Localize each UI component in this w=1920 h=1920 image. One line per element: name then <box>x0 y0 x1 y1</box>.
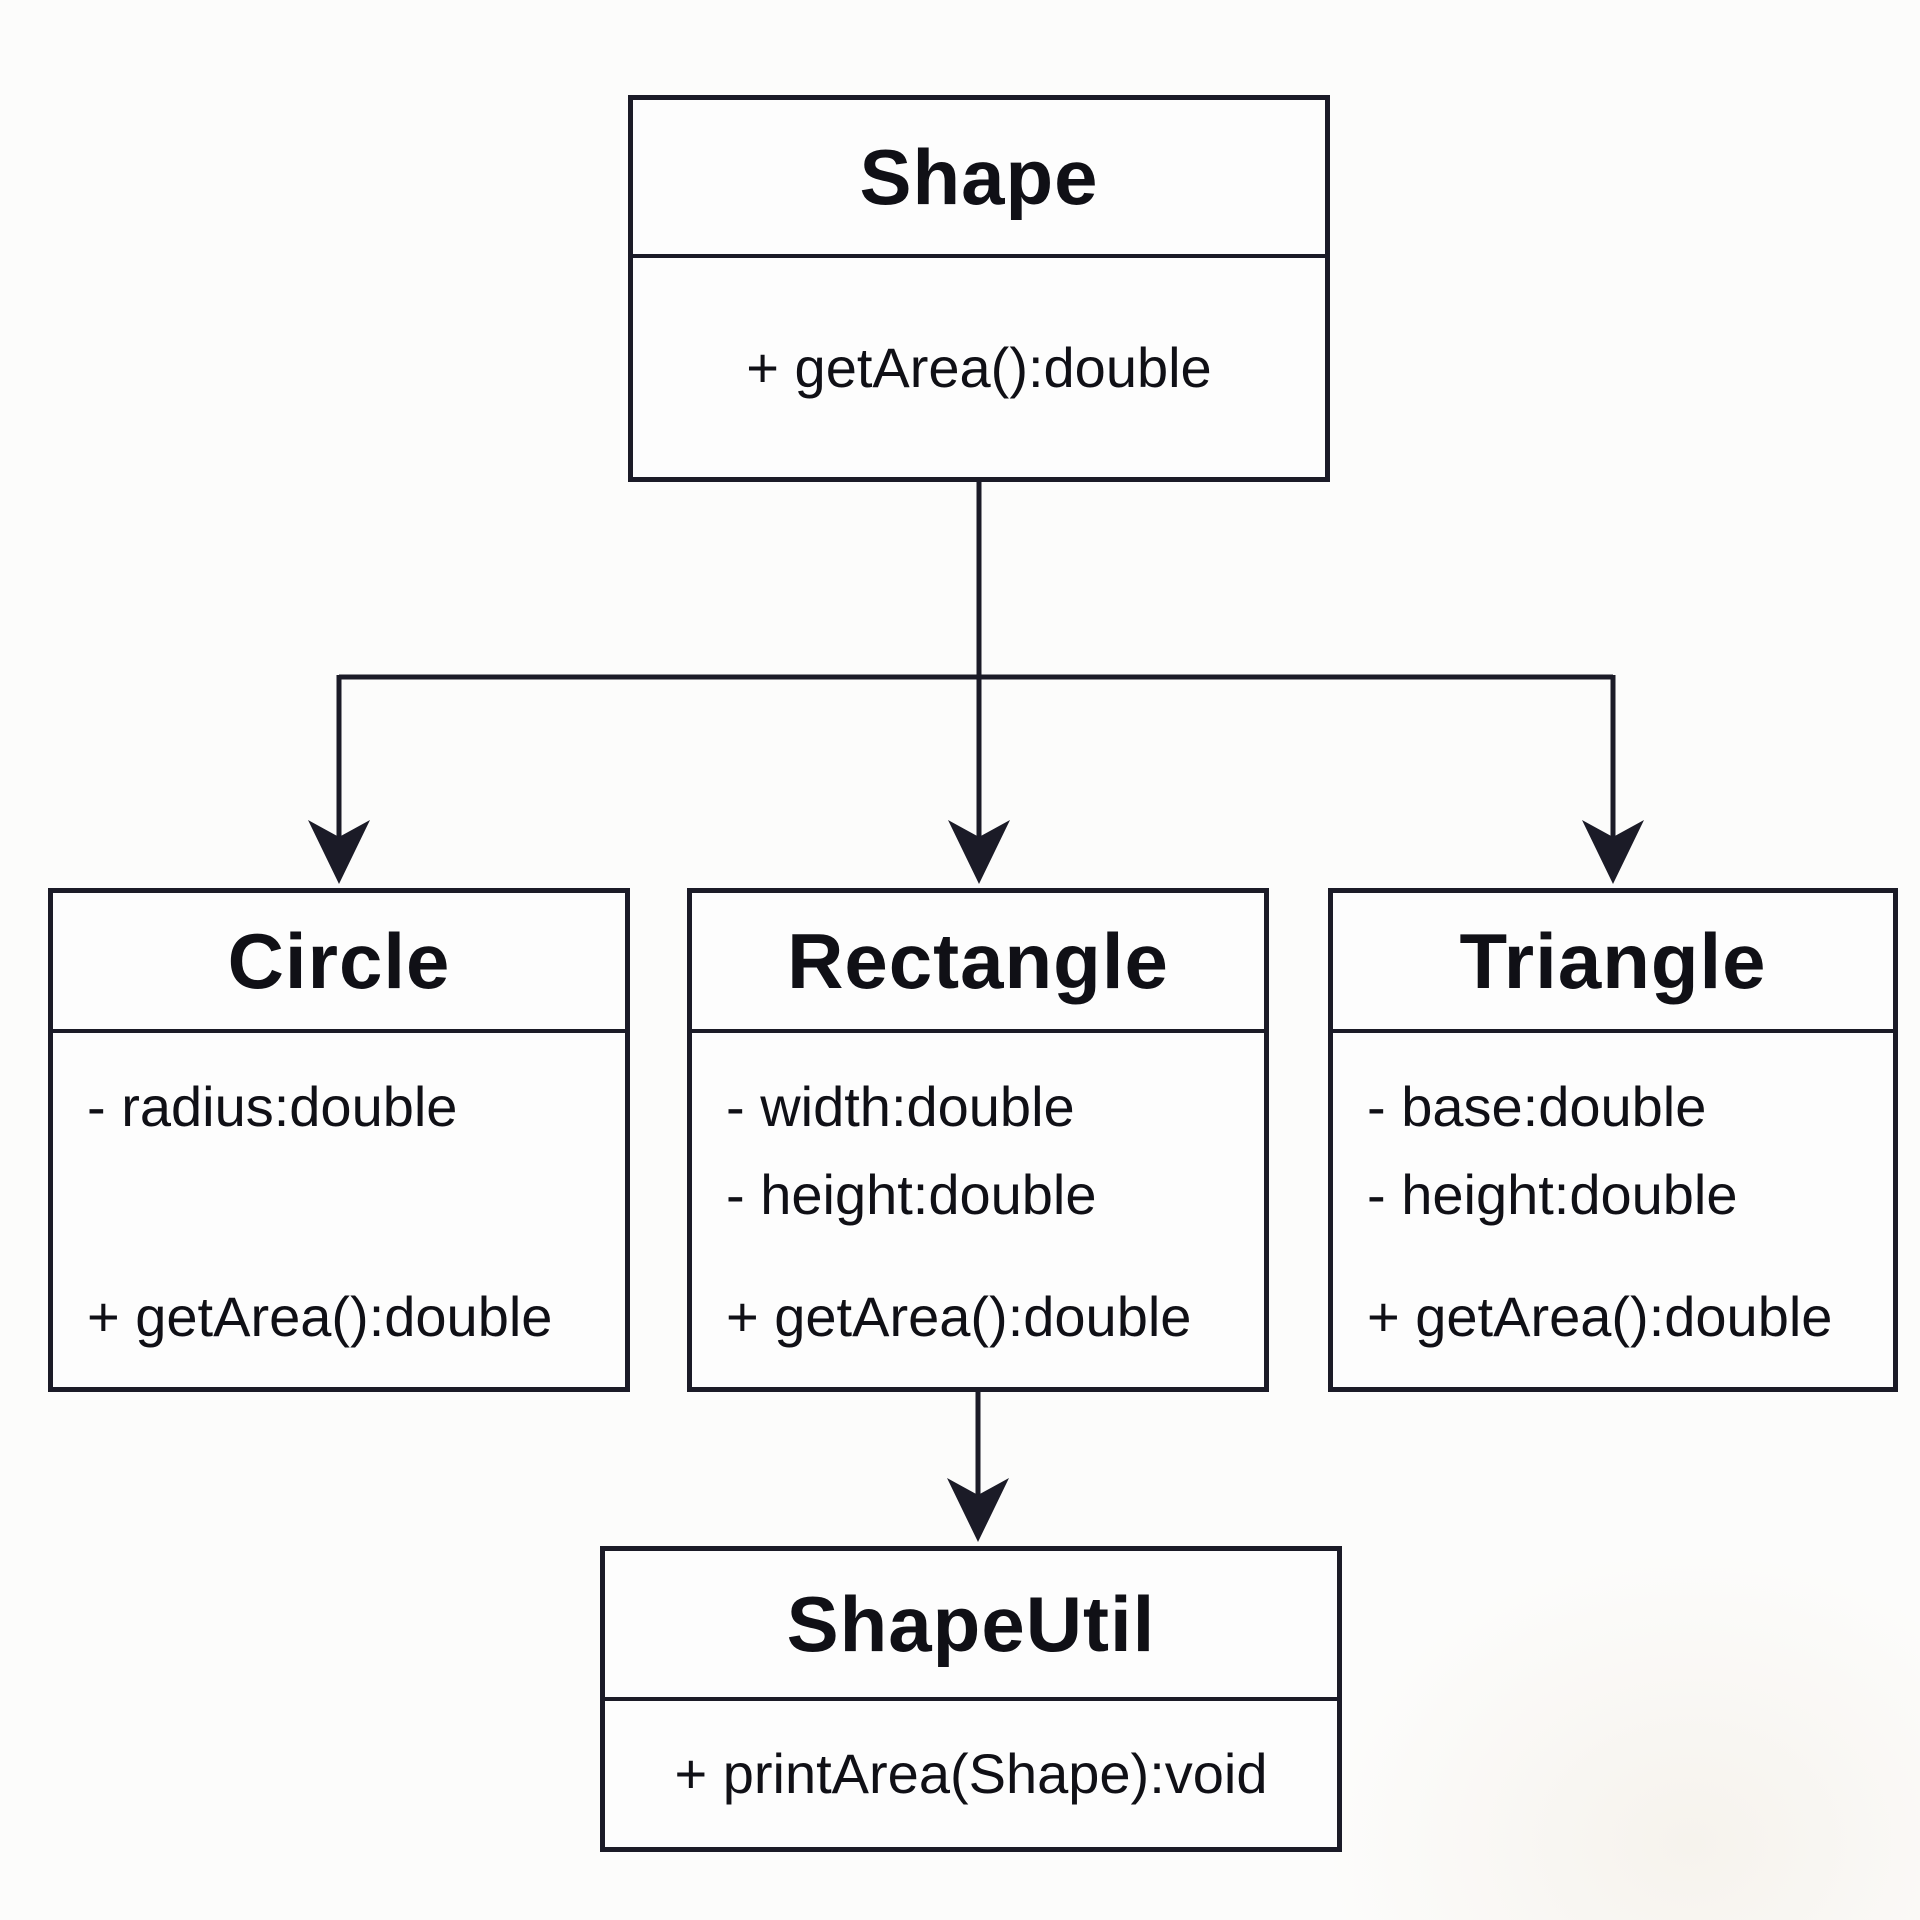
class-title: Triangle <box>1459 916 1767 1005</box>
class-members-section: + printArea(Shape):void <box>605 1701 1337 1847</box>
class-members-section: + getArea():double <box>633 258 1325 477</box>
class-title-section: Triangle <box>1333 893 1893 1033</box>
class-method: + getArea():double <box>726 1285 1192 1348</box>
class-box-shapeutil: ShapeUtil + printArea(Shape):void <box>600 1546 1342 1852</box>
class-box-rectangle: Rectangle - width:double - height:double… <box>687 888 1269 1392</box>
class-method: + getArea():double <box>87 1285 553 1348</box>
class-title-section: Rectangle <box>692 893 1264 1033</box>
class-attribute: - base:double <box>1367 1075 1707 1138</box>
arrowhead-icon <box>948 820 1010 884</box>
class-method: + printArea(Shape):void <box>674 1742 1268 1805</box>
class-methods: + getArea():double <box>726 1273 1248 1361</box>
class-title: ShapeUtil <box>786 1579 1156 1668</box>
class-attributes: - radius:double <box>87 1063 609 1151</box>
class-title-section: ShapeUtil <box>605 1551 1337 1701</box>
class-box-triangle: Triangle - base:double - height:double +… <box>1328 888 1898 1392</box>
class-title: Circle <box>227 916 451 1005</box>
class-method: + getArea():double <box>1367 1285 1833 1348</box>
class-title: Rectangle <box>787 916 1169 1005</box>
arrowhead-icon <box>947 1478 1009 1542</box>
class-attributes: - width:double - height:double <box>726 1063 1248 1239</box>
class-attribute: - height:double <box>726 1163 1097 1226</box>
class-box-shape: Shape + getArea():double <box>628 95 1330 482</box>
class-members-section: - base:double - height:double + getArea(… <box>1333 1033 1893 1387</box>
class-title-section: Shape <box>633 100 1325 258</box>
class-attributes: - base:double - height:double <box>1367 1063 1877 1239</box>
class-attribute: - height:double <box>1367 1163 1738 1226</box>
class-title-section: Circle <box>53 893 625 1033</box>
arrowhead-icon <box>308 820 370 884</box>
class-methods: + getArea():double <box>87 1273 609 1361</box>
class-attribute: - radius:double <box>87 1075 458 1138</box>
class-methods: + getArea():double <box>1367 1273 1877 1361</box>
arrowhead-icon <box>1582 820 1644 884</box>
class-title: Shape <box>859 132 1099 221</box>
class-members-section: - radius:double + getArea():double <box>53 1033 625 1387</box>
class-members-section: - width:double - height:double + getArea… <box>692 1033 1264 1387</box>
class-method: + getArea():double <box>746 335 1212 399</box>
class-attribute: - width:double <box>726 1075 1075 1138</box>
class-box-circle: Circle - radius:double + getArea():doubl… <box>48 888 630 1392</box>
